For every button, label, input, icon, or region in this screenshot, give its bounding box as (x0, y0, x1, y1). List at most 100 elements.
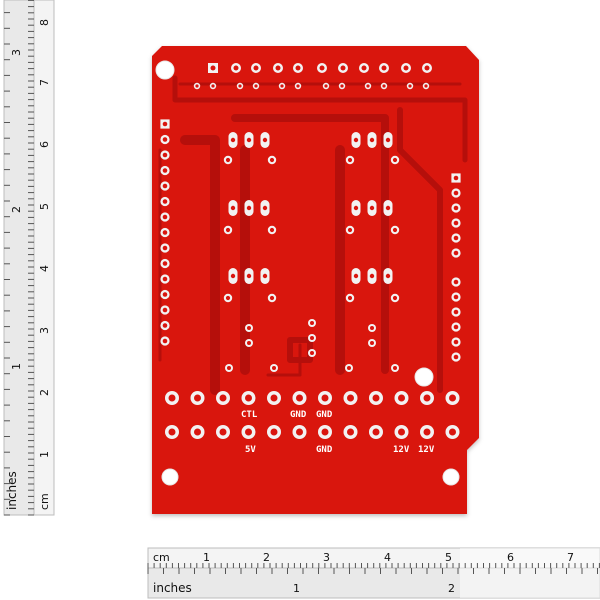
component-hole (267, 155, 277, 165)
component-hole (267, 293, 277, 303)
via-hole (270, 364, 278, 372)
vertical-cm-label: cm (38, 493, 51, 510)
terminal-pad-top (343, 391, 358, 405)
horizontal-ruler: cm inches 1 2 3 4 5 6 7 1 2 (147, 547, 600, 599)
inch-number-2: 2 (10, 206, 23, 213)
terminal-pad-bottom (267, 425, 281, 439)
component-hole (390, 225, 400, 235)
cm-number-7: 7 (38, 79, 51, 86)
right-header-pin (451, 307, 461, 317)
right-header-pin (451, 352, 461, 362)
transistor-pad (351, 200, 361, 216)
terminal-pad-top (445, 391, 460, 405)
left-header-pin (160, 289, 170, 300)
horizontal-cm-label: cm (153, 551, 170, 564)
vertical-cm-numbers: 1 2 3 4 5 6 7 8 (38, 19, 51, 458)
transistor-pad (383, 132, 393, 148)
label-gnd-top-2: GND (316, 410, 333, 420)
label-5v: 5V (245, 445, 256, 455)
right-header-pin (451, 188, 461, 198)
horizontal-inches-label: inches (153, 581, 192, 595)
top-via (406, 82, 414, 90)
left-header-pin (160, 243, 170, 253)
terminal-pad-top (165, 391, 179, 405)
label-gnd-bottom: GND (316, 445, 333, 455)
top-square-pad (208, 63, 218, 73)
top-via (236, 82, 244, 90)
cm-number-1: 1 (38, 451, 51, 458)
top-via (322, 82, 330, 90)
component-hole (223, 293, 233, 303)
vertical-ruler-ticks (4, 0, 34, 516)
h-cm-number-6: 6 (507, 551, 514, 564)
vertical-inches-label: inches (5, 471, 19, 510)
left-header-pin (160, 274, 170, 284)
top-square-pad (422, 63, 432, 73)
via-hole (308, 334, 316, 342)
transistor-pad (367, 268, 377, 284)
left-header-pin (160, 305, 170, 315)
right-header-pin (451, 322, 461, 332)
right-header-pin (451, 248, 461, 258)
via-hole (368, 339, 376, 347)
left-header-pin (160, 150, 170, 160)
terminal-pad-bottom (190, 425, 205, 439)
via-hole (391, 364, 399, 372)
terminal-pad-bottom (165, 425, 179, 439)
left-header-pin (160, 165, 170, 176)
pcb-pads (155, 60, 461, 486)
transistor-pad (367, 200, 377, 216)
top-square-pad (231, 63, 241, 73)
cm-number-8: 8 (38, 19, 51, 26)
cm-number-3: 3 (38, 327, 51, 334)
top-via (278, 82, 286, 90)
terminal-pad-top (216, 391, 230, 405)
top-via (364, 82, 372, 90)
top-via (422, 82, 430, 90)
terminal-pad-top (318, 391, 332, 405)
via-hole (245, 339, 253, 347)
transistor-pad (244, 132, 254, 148)
top-square-pad (401, 63, 411, 73)
via-hole (225, 364, 233, 372)
top-square-pad (338, 63, 348, 73)
top-via (380, 82, 388, 90)
h-cm-number-4: 4 (384, 551, 391, 564)
transistor-pad (383, 268, 393, 284)
transistor-pad (260, 200, 270, 216)
top-square-pad (317, 63, 327, 73)
terminal-pad-bottom (420, 425, 434, 439)
h-inch-number-1: 1 (293, 582, 300, 595)
horizontal-cm-numbers: 1 2 3 4 5 6 7 (203, 551, 574, 564)
terminal-pad-top (241, 391, 256, 405)
right-header-pin (451, 218, 461, 228)
terminal-pad-bottom (318, 425, 332, 439)
component-hole (223, 155, 233, 165)
cm-number-4: 4 (38, 265, 51, 272)
via-hole (308, 319, 316, 327)
cm-number-2: 2 (38, 389, 51, 396)
terminal-pad-bottom (369, 425, 383, 439)
label-ctl: CTL (241, 410, 258, 420)
cm-number-6: 6 (38, 141, 51, 148)
right-header-pin (451, 277, 461, 287)
terminal-pad-top (369, 391, 383, 405)
transistor-pad (367, 132, 377, 148)
terminal-pad-bottom (343, 425, 358, 439)
silkscreen-labels: CTL GND GND 5V GND 12V 12V (241, 410, 435, 455)
mounting-hole-top-left (155, 60, 175, 80)
transistor-pad (260, 132, 270, 148)
top-square-pad (379, 63, 389, 73)
left-header-pin (160, 181, 170, 191)
inch-number-1: 1 (10, 363, 23, 370)
transistor-pad (228, 200, 238, 216)
mounting-hole-mid-right (414, 367, 434, 387)
component-hole (390, 293, 400, 303)
left-header-pin (160, 196, 170, 207)
component-hole (345, 293, 355, 303)
label-12v-2: 12V (418, 445, 435, 455)
transistor-pad (260, 268, 270, 284)
label-gnd-top-1: GND (290, 410, 307, 420)
left-header-pin (160, 119, 170, 129)
